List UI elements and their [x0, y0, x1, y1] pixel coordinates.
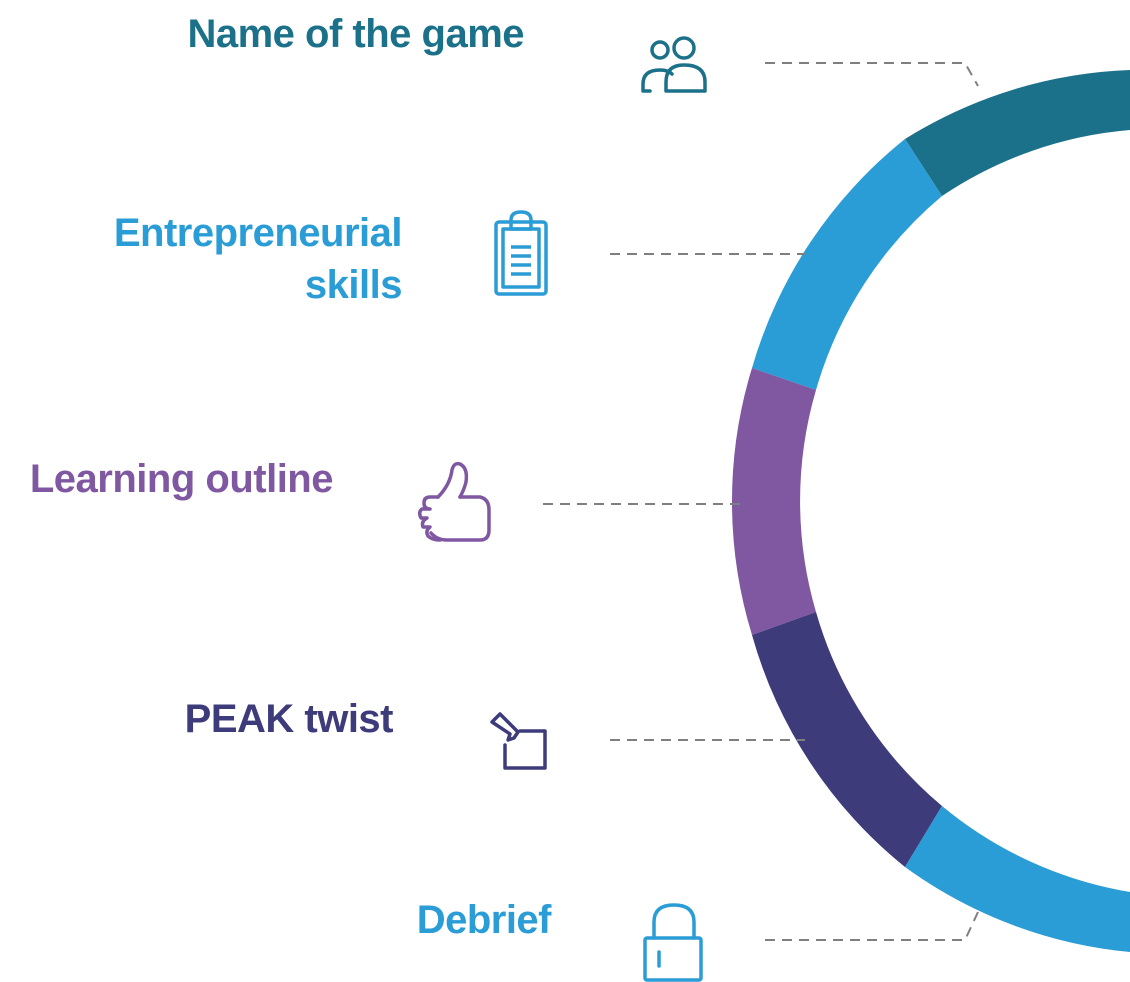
label-name-of-the-game: Name of the game [187, 8, 524, 60]
ring-segment-name-of-the-game [905, 70, 1130, 196]
label-entrepreneurial-skills: Entrepreneurial skills [113, 207, 403, 311]
clipboard-icon [494, 210, 548, 296]
label-learning-outline: Learning outline [29, 453, 334, 505]
label-debrief: Debrief [416, 894, 552, 946]
edit-icon [490, 712, 547, 770]
ring-segment-peak-twist [752, 612, 942, 867]
label-line: PEAK twist [184, 697, 394, 741]
lock-icon [643, 903, 703, 982]
label-line: Entrepreneurial [113, 211, 403, 255]
label-line: Debrief [416, 898, 552, 942]
ring-segment-learning-outline [731, 368, 816, 635]
ring [731, 70, 1130, 952]
label-line: skills [304, 263, 403, 307]
label-peak-twist: PEAK twist [184, 693, 394, 745]
connectors [543, 62, 979, 941]
users-icon [641, 36, 707, 93]
ring-segment-entrepreneurial-skills [752, 139, 942, 390]
thumbs-up-icon [417, 461, 491, 542]
connector-name-of-the-game [765, 62, 979, 87]
label-line: Name of the game [187, 12, 524, 56]
connector-debrief [765, 911, 979, 941]
ring-segment-debrief [905, 806, 1130, 952]
label-line: Learning outline [29, 457, 334, 501]
